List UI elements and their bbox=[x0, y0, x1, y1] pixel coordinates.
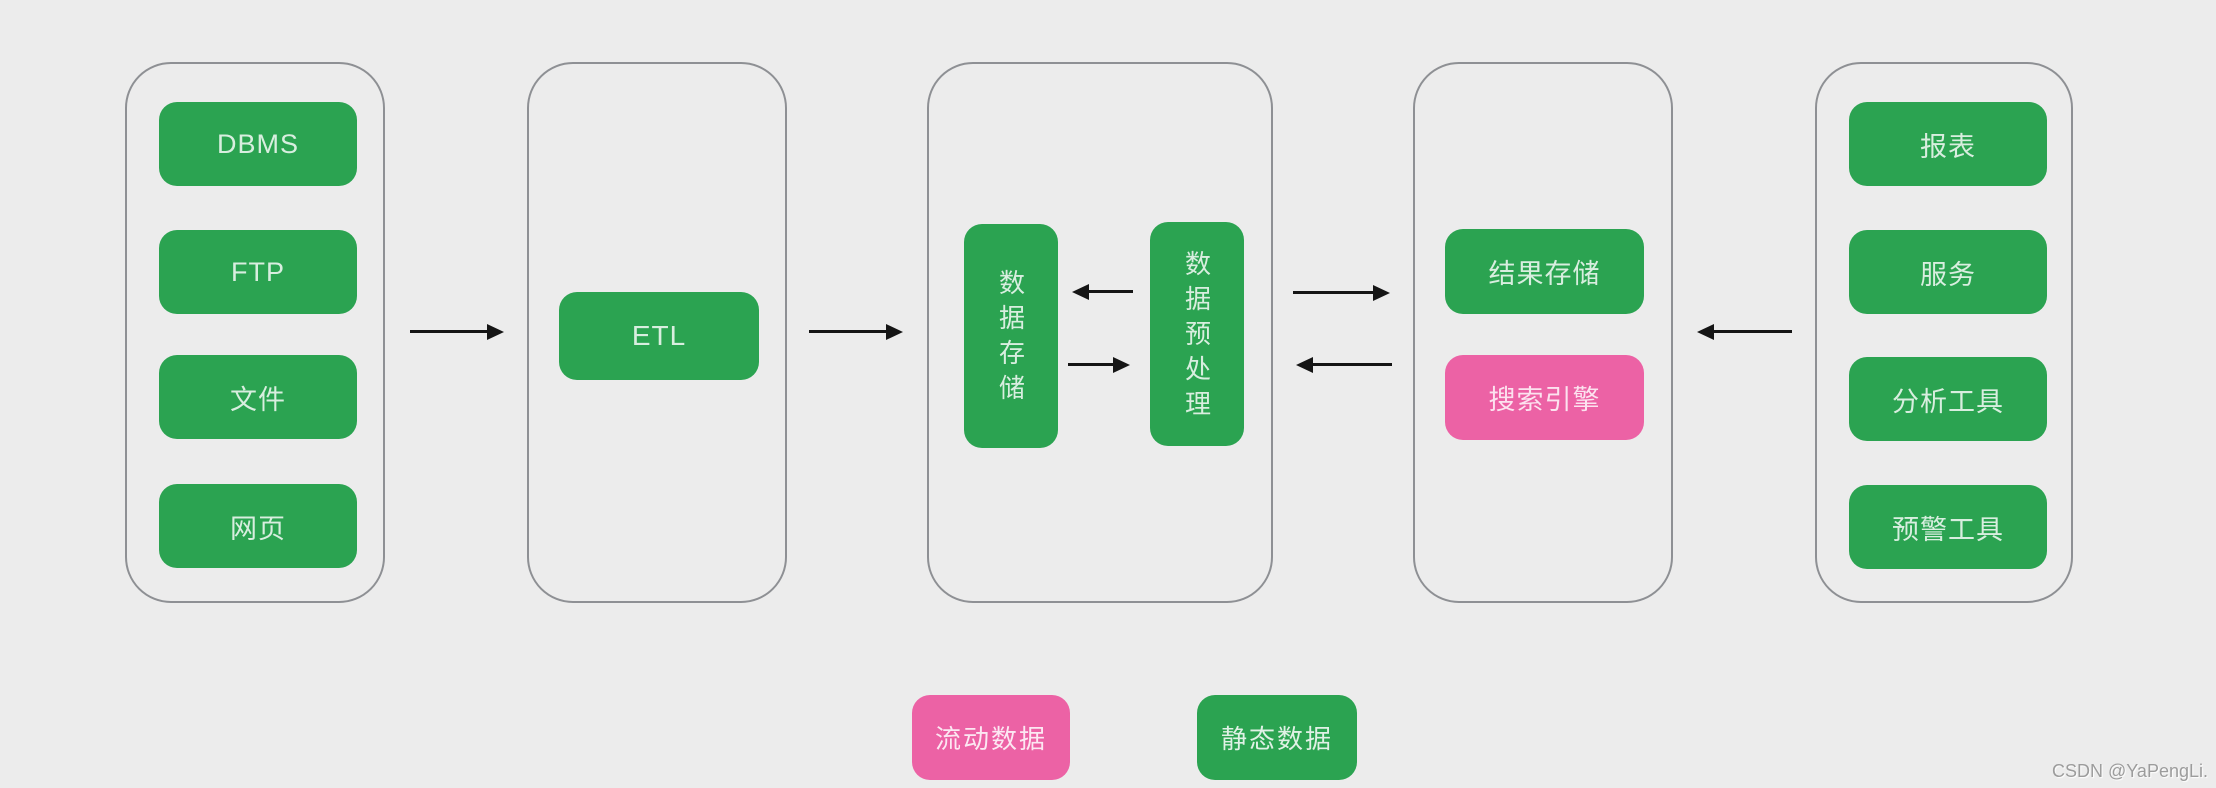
group-storage-preprocessing: 数据存储 数据预处理 bbox=[927, 62, 1273, 603]
node-analysis-tools: 分析工具 bbox=[1849, 357, 2047, 441]
legend-static-data: 静态数据 bbox=[1197, 695, 1357, 780]
arrow-storage-to-preprocessing bbox=[1068, 363, 1114, 366]
node-data-storage: 数据存储 bbox=[964, 224, 1058, 448]
node-alert-tools: 预警工具 bbox=[1849, 485, 2047, 569]
node-etl: ETL bbox=[559, 292, 759, 380]
node-data-preprocessing: 数据预处理 bbox=[1150, 222, 1244, 446]
group-etl: ETL bbox=[527, 62, 787, 603]
arrow-storage-to-results bbox=[1293, 291, 1374, 294]
arrow-etl-to-storage bbox=[809, 330, 887, 333]
node-webpage: 网页 bbox=[159, 484, 357, 568]
arrow-outputs-to-results bbox=[1713, 330, 1792, 333]
node-result-storage: 结果存储 bbox=[1445, 229, 1644, 314]
watermark-text: CSDN @YaPengLi. bbox=[2051, 761, 2208, 781]
node-ftp: FTP bbox=[159, 230, 357, 314]
arrow-results-to-storage bbox=[1312, 363, 1392, 366]
group-results: 结果存储 搜索引擎 bbox=[1413, 62, 1673, 603]
legend-flowing-data: 流动数据 bbox=[912, 695, 1070, 780]
node-file: 文件 bbox=[159, 355, 357, 439]
group-data-sources: DBMS FTP 文件 网页 bbox=[125, 62, 385, 603]
arrow-preprocessing-to-storage bbox=[1088, 290, 1133, 293]
node-dbms: DBMS bbox=[159, 102, 357, 186]
group-output-tools: 报表 服务 分析工具 预警工具 bbox=[1815, 62, 2073, 603]
node-report: 报表 bbox=[1849, 102, 2047, 186]
node-service: 服务 bbox=[1849, 230, 2047, 314]
node-search-engine: 搜索引擎 bbox=[1445, 355, 1644, 440]
arrow-sources-to-etl bbox=[410, 330, 488, 333]
